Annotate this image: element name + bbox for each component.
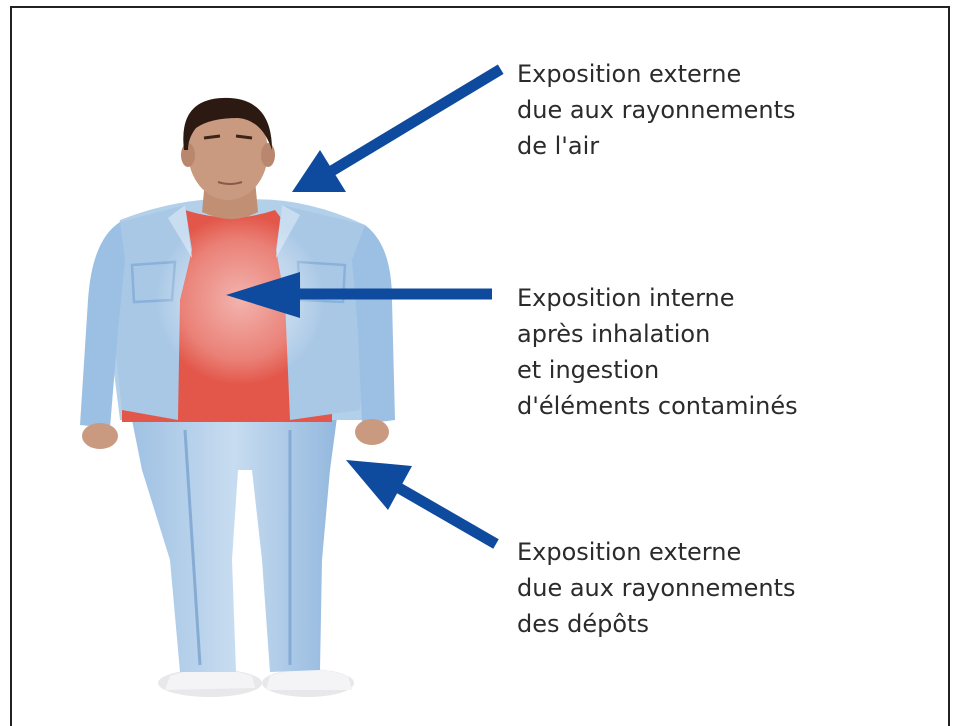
label-line: Exposition interne (517, 284, 735, 312)
right-hand (355, 419, 389, 445)
mouth (217, 181, 243, 185)
label-internal-exposure: Exposition interne après inhalation et i… (517, 280, 798, 424)
label-line: due aux rayonnements (517, 96, 796, 124)
label-line: de l'air (517, 132, 600, 160)
label-external-air: Exposition externe due aux rayonnements … (517, 56, 796, 164)
arrow-internal (226, 272, 492, 318)
label-line: après inhalation (517, 320, 711, 348)
arrow-air (292, 64, 504, 192)
right-arm (352, 225, 395, 424)
label-external-deposits: Exposition externe due aux rayonnements … (517, 534, 796, 642)
left-eyebrow (203, 134, 221, 140)
jeans (130, 410, 338, 672)
person-figure (80, 97, 395, 697)
internal-exposure-glow (155, 215, 325, 385)
left-hand (82, 423, 118, 449)
left-shoe-top (165, 669, 255, 690)
hair (183, 97, 272, 150)
label-line: Exposition externe (517, 60, 742, 88)
right-eyebrow (235, 134, 253, 140)
label-line: des dépôts (517, 610, 649, 638)
right-shoe-top (266, 669, 352, 690)
arrow-deposits (346, 460, 499, 549)
label-line: d'éléments contaminés (517, 392, 798, 420)
jeans-seam-left (183, 429, 202, 666)
label-line: et ingestion (517, 356, 660, 384)
label-line: due aux rayonnements (517, 574, 796, 602)
right-ear (261, 143, 275, 167)
left-arm (80, 222, 125, 428)
label-line: Exposition externe (517, 538, 742, 566)
head (188, 104, 268, 200)
